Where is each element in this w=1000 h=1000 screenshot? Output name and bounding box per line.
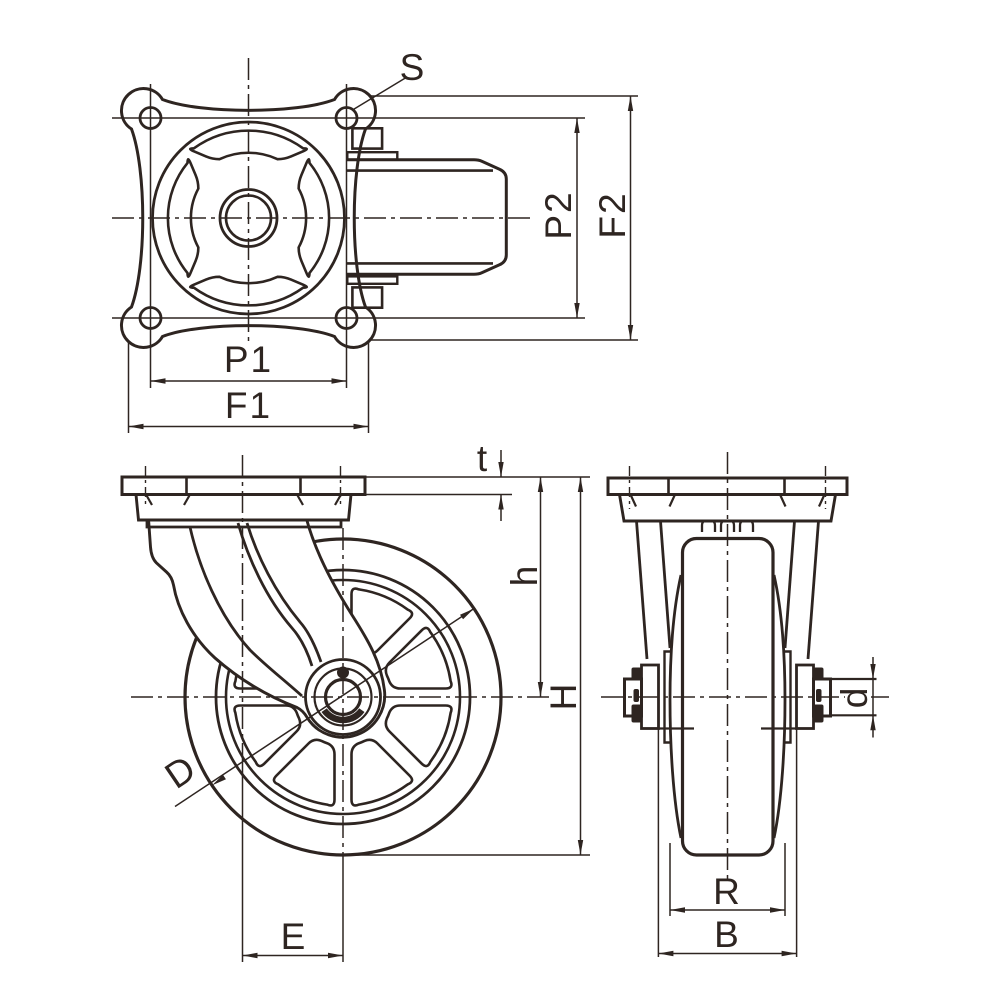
plate-side-rect: [120, 475, 367, 496]
kingpin-nut-facet: [738, 519, 755, 532]
fork-leg2-inner-edge: [245, 522, 323, 663]
dimension-arrowhead: [574, 303, 580, 318]
bolt-hole-1: [138, 106, 163, 130]
label-f2: F2: [592, 191, 633, 238]
s-leader-line: [352, 76, 408, 111]
dimension-arrowhead: [242, 952, 258, 959]
kingpin-nut-facet: [700, 519, 717, 532]
label-E: E: [281, 916, 308, 957]
dimension-arrowhead: [212, 774, 226, 786]
kingpin-nut-facet: [719, 519, 736, 532]
tire-bulge-left: [668, 574, 683, 839]
housing-slot-east: [297, 158, 331, 278]
housing-slot-north: [188, 129, 309, 161]
axle-washer-mark: [816, 689, 822, 702]
label-t: t: [477, 438, 489, 479]
label-f1: F1: [225, 385, 272, 426]
fork-ear-bottom: [351, 286, 384, 309]
axle-washer-mark: [813, 667, 824, 680]
axle-washer-mark: [631, 704, 642, 723]
swivel-housing-side: [134, 494, 353, 522]
dimension-arrowhead: [770, 907, 785, 913]
plate-boss-tick: [145, 493, 153, 506]
label-p1: P1: [224, 339, 273, 380]
label-h: h: [504, 564, 545, 587]
label-s: S: [400, 47, 427, 88]
front-view: [601, 452, 889, 957]
leg-right-outer: [806, 520, 820, 660]
dimension-arrowhead: [150, 378, 166, 384]
mounting-plate-outline: [119, 87, 378, 349]
dimension-arrowhead: [537, 682, 544, 697]
label-H: H: [543, 682, 584, 711]
dimension-arrowhead: [460, 608, 474, 620]
swivel-lower-plate: [145, 520, 343, 529]
plate-boss-tick: [183, 493, 191, 506]
dimension-arrowhead: [331, 378, 347, 384]
bolt-hole-4: [334, 306, 359, 330]
dimension-arrowhead: [627, 325, 634, 340]
fork-inner-edge: [188, 526, 303, 698]
plate-side-view: [120, 466, 367, 529]
axle-washer-mark: [633, 689, 639, 702]
dimension-arrowhead: [781, 950, 797, 957]
plate-boss-tick: [779, 494, 787, 507]
tire-bulge-right: [772, 574, 787, 839]
fork-outline: [147, 518, 387, 739]
label-B: B: [714, 914, 741, 955]
bolt-hole-2: [334, 106, 359, 130]
dimension-arrowhead: [870, 664, 876, 679]
dimension-arrowhead: [627, 96, 634, 111]
label-d: d: [834, 686, 875, 709]
fork-step-bottom: [346, 275, 399, 285]
axle-washer-mark: [813, 704, 824, 723]
dimension-arrowhead: [658, 950, 674, 957]
dimension-arrowhead: [670, 907, 685, 913]
dimension-arrowhead: [870, 715, 876, 731]
side-view: [120, 450, 590, 962]
wheel-top-outline: [347, 158, 508, 276]
label-p2: P2: [538, 190, 579, 239]
housing-slot-south: [188, 275, 309, 307]
dimension-arrowhead: [537, 477, 544, 492]
plate-boss-tick: [629, 494, 637, 507]
leg-right-inner: [783, 520, 796, 649]
d-diameter-line: [174, 607, 475, 808]
kingpin-hole-outer: [218, 188, 279, 248]
leg-left-outer: [635, 520, 649, 660]
dimension-arrowhead: [353, 423, 369, 430]
fork-leg2-outer-edge: [236, 522, 314, 667]
bolt-hole-3: [138, 306, 163, 330]
plate-boss-tick: [668, 494, 676, 507]
kingpin-hole-inner: [224, 194, 273, 242]
dimension-arrowhead: [577, 840, 584, 855]
wheel-spoke-cutout: [384, 626, 453, 690]
wheel-spoke-cutout: [233, 704, 302, 768]
plate-boss-tick: [296, 493, 304, 506]
plate-boss-tick: [818, 494, 826, 507]
label-R: R: [713, 871, 742, 912]
fork-step-top: [346, 150, 399, 161]
housing-slot-west: [166, 158, 200, 278]
swivel-housing-circle: [151, 120, 346, 316]
wheel-spoke-cutout: [272, 738, 336, 807]
wheel-spoke-cutout: [350, 738, 414, 807]
top-view: [112, 58, 638, 433]
dimension-arrowhead: [328, 952, 343, 959]
dimension-arrowhead: [498, 494, 504, 510]
fork-ear-top: [351, 127, 384, 150]
wheel-spoke-cutout: [384, 704, 453, 768]
axle-washer-mark: [631, 667, 642, 680]
dimension-arrowhead: [577, 477, 584, 492]
dimension-arrowhead: [128, 423, 144, 430]
dimension-arrowhead: [574, 118, 580, 133]
dimension-arrowhead: [498, 462, 504, 477]
leg-left-inner: [659, 520, 672, 649]
